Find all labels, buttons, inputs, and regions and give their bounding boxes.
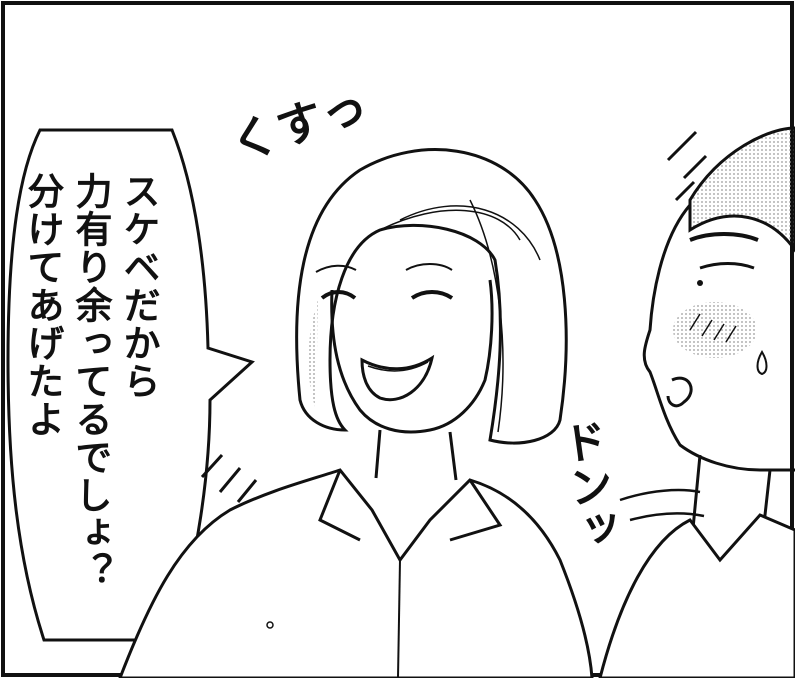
woman-hair: [295, 148, 568, 445]
speech-bubble-text: スケベだから 力有り余ってるでしょ？ 分けてあげたよ: [18, 172, 162, 642]
man-blush: [673, 302, 757, 358]
man-shirt: [598, 513, 795, 678]
speech-line-2: 力有り余ってるでしょ？: [69, 172, 112, 590]
speech-line-3: 分けてあげたよ: [21, 172, 64, 438]
speech-line-1: スケベだから: [117, 172, 160, 400]
man-hair: [688, 126, 795, 253]
woman-mouth: [360, 354, 435, 402]
woman-shirt: [118, 468, 594, 678]
man-head: [642, 204, 795, 472]
woman-face: [330, 279, 494, 434]
